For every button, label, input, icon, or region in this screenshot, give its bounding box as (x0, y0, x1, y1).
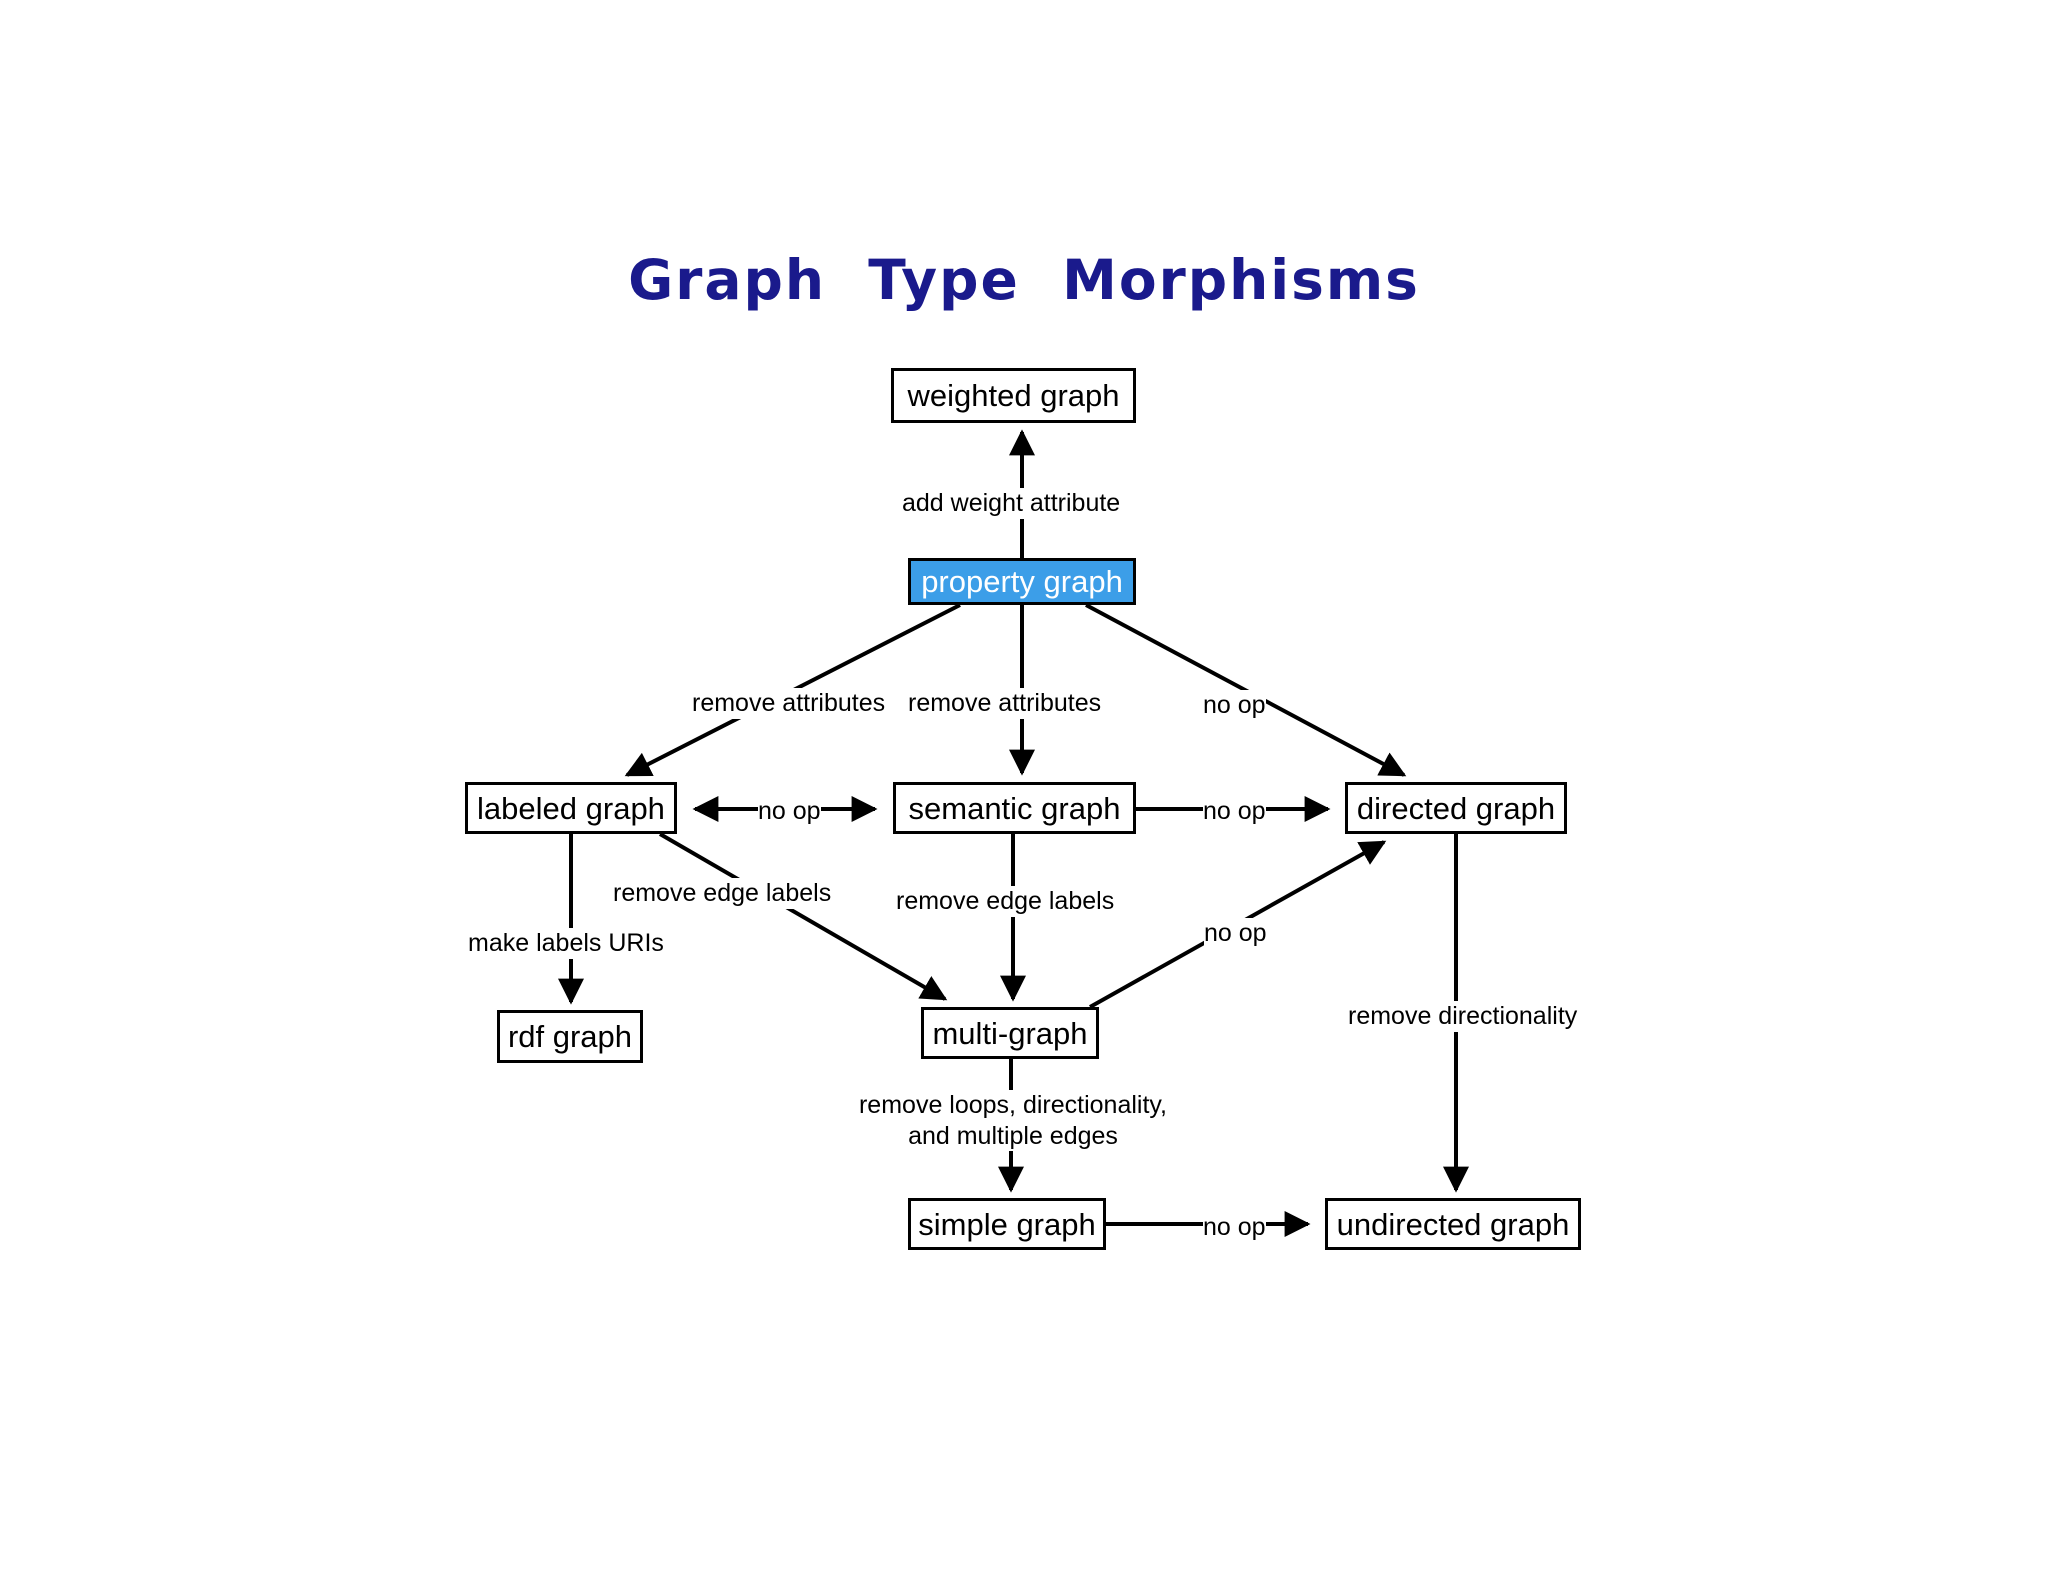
node-labeled-graph[interactable]: labeled graph (465, 782, 677, 834)
edge-label-no-op-simple-undirected: no op (1203, 1212, 1266, 1243)
edge-label-remove-attributes-labeled: remove attributes (692, 688, 886, 719)
page-title: Graph Type Morphisms (628, 248, 1420, 312)
node-label: property graph (921, 564, 1123, 599)
node-multi-graph[interactable]: multi-graph (921, 1007, 1099, 1059)
edge-label-remove-directionality: remove directionality (1348, 1001, 1578, 1032)
edge-label-remove-attributes-semantic: remove attributes (908, 688, 1102, 719)
node-simple-graph[interactable]: simple graph (908, 1198, 1106, 1250)
node-label: multi-graph (932, 1015, 1088, 1051)
edge-label-add-weight-attribute: add weight attribute (902, 488, 1121, 519)
edge-label-remove-edge-labels-labeled: remove edge labels (613, 878, 832, 909)
edge-label-remove-edge-labels-semantic: remove edge labels (896, 886, 1115, 917)
node-label: semantic graph (908, 790, 1121, 826)
node-label: simple graph (918, 1206, 1096, 1242)
node-undirected-graph[interactable]: undirected graph (1325, 1198, 1581, 1250)
node-label: undirected graph (1336, 1206, 1570, 1242)
edge-label-remove-loops-directionality: remove loops, directionality, and multip… (848, 1090, 1178, 1151)
node-property-graph[interactable]: property graph (908, 558, 1136, 605)
node-semantic-graph[interactable]: semantic graph (893, 782, 1136, 834)
node-label: weighted graph (907, 378, 1120, 413)
node-directed-graph[interactable]: directed graph (1345, 782, 1567, 834)
edge-label-no-op-property-directed: no op (1203, 690, 1266, 721)
node-label: labeled graph (477, 790, 665, 826)
edge-labeled-to-multi (658, 832, 948, 1001)
edge-label-no-op-labeled-semantic: no op (758, 796, 821, 827)
edge-label-no-op-multi-directed: no op (1204, 918, 1267, 949)
edge-label-no-op-semantic-directed: no op (1203, 796, 1266, 827)
node-label: directed graph (1356, 790, 1556, 826)
node-weighted-graph[interactable]: weighted graph (891, 368, 1136, 423)
node-rdf-graph[interactable]: rdf graph (497, 1010, 643, 1063)
node-label: rdf graph (507, 1019, 633, 1054)
edge-label-make-labels-uris: make labels URIs (468, 928, 664, 959)
